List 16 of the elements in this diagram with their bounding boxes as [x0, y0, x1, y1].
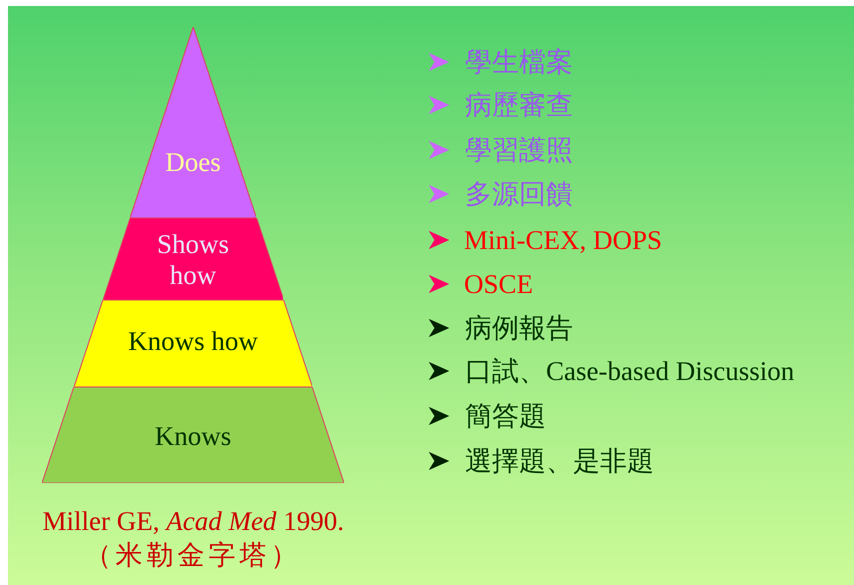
list-item: 病歷審查	[465, 89, 573, 121]
pyramid-band: Shows how	[102, 218, 284, 300]
list-item: OSCE	[464, 268, 534, 300]
list-item: 口試、Case-based Discussion	[465, 355, 794, 387]
list-item: 學生檔案	[465, 46, 573, 78]
pyramid-band: Does	[130, 27, 256, 218]
list-item: 多源回饋	[465, 178, 573, 210]
list-item: 病例報告	[465, 312, 573, 344]
list-item: 簡答題	[465, 400, 546, 432]
citation: （米勒金字塔）	[84, 539, 302, 571]
pyramid-band: Knows	[42, 387, 344, 483]
list-item: Mini-CEX, DOPS	[464, 224, 662, 256]
citation: Miller GE, Acad Med 1990.	[42, 505, 344, 537]
list-item: 學習護照	[465, 134, 573, 166]
list-item: 選擇題、是非題	[465, 445, 654, 477]
pyramid-band: Knows how	[74, 300, 312, 387]
